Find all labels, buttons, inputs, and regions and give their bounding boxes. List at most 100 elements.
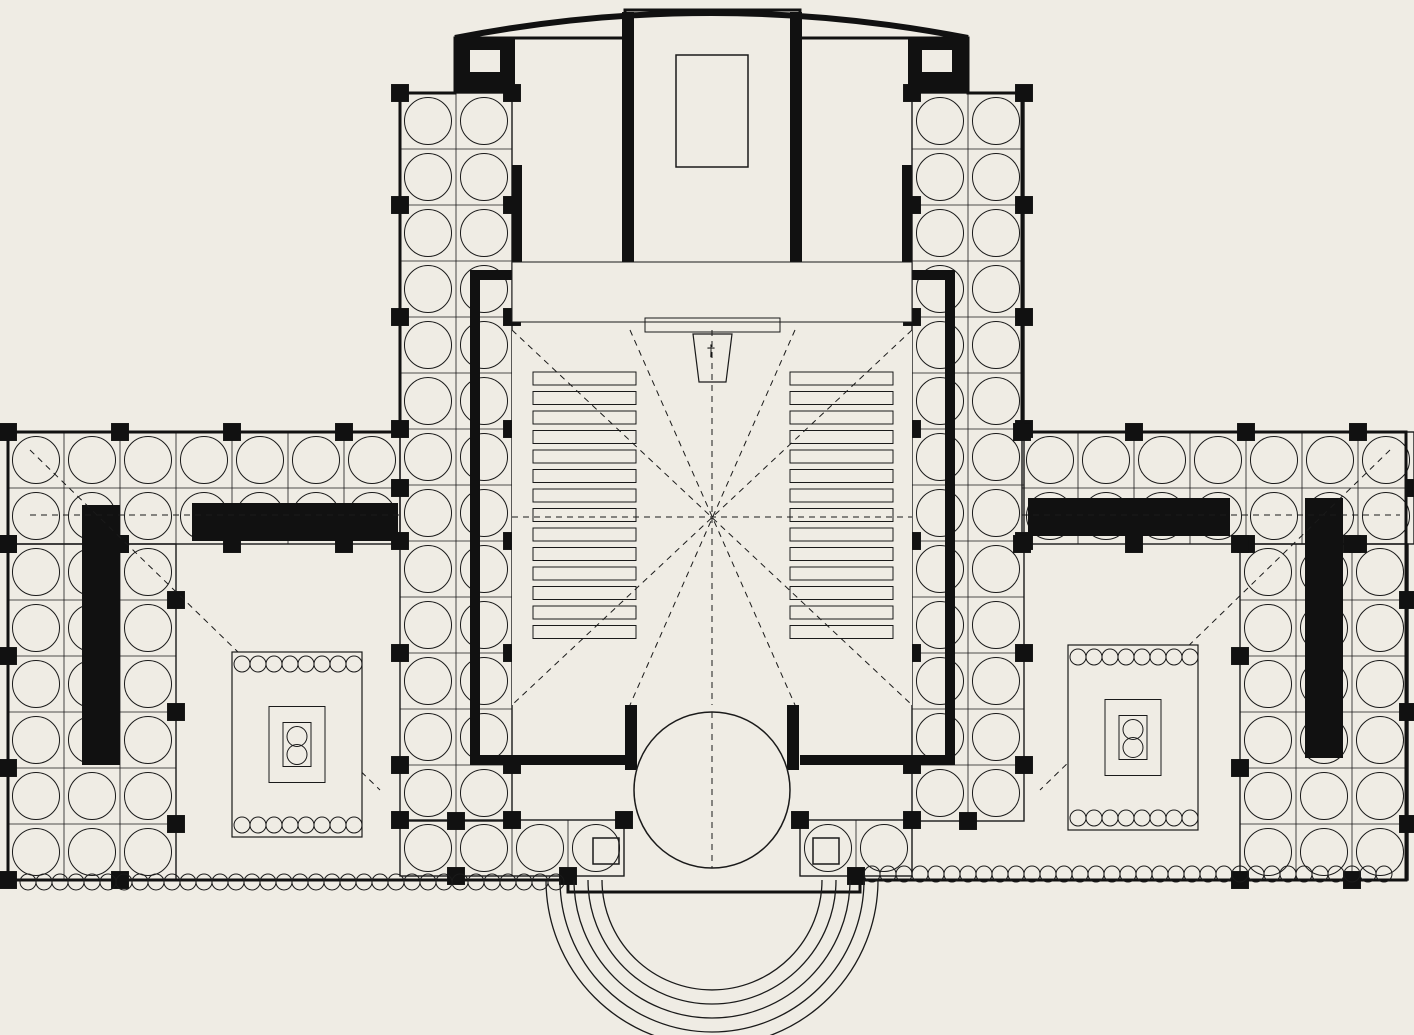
bay-circle bbox=[67, 435, 117, 485]
bay-circle bbox=[403, 823, 453, 873]
bay-circle bbox=[1243, 715, 1293, 765]
pier bbox=[615, 811, 633, 829]
fountain-basin bbox=[286, 744, 308, 765]
bay-circle bbox=[915, 320, 965, 370]
pew-right bbox=[789, 430, 894, 444]
porch-wall-right bbox=[787, 700, 799, 770]
bay-circle bbox=[1025, 435, 1075, 485]
fountain-basin bbox=[1122, 719, 1144, 740]
nave-details bbox=[19, 54, 1400, 1035]
corner-void-left bbox=[470, 50, 500, 72]
pew-left bbox=[532, 391, 637, 405]
bay-circle bbox=[515, 823, 565, 873]
pew-right bbox=[789, 449, 894, 464]
bay-circle bbox=[67, 827, 117, 877]
colonnade-circle bbox=[1375, 865, 1393, 883]
bay-circle bbox=[123, 603, 173, 653]
colonnade-circle bbox=[1181, 648, 1199, 666]
bay-circle bbox=[11, 547, 61, 597]
pew-right bbox=[789, 586, 894, 600]
pew-right bbox=[789, 527, 894, 542]
wing-wall-left-horizontal bbox=[192, 503, 398, 541]
pier bbox=[167, 703, 185, 721]
bay-circle bbox=[915, 768, 965, 818]
pier bbox=[1125, 535, 1143, 553]
pew-right bbox=[789, 547, 894, 561]
bay-circle bbox=[1243, 771, 1293, 821]
bay-circle bbox=[403, 488, 453, 538]
pew-left bbox=[532, 488, 637, 503]
bay-circle bbox=[803, 823, 853, 873]
entrance-step bbox=[559, 879, 865, 1033]
bay-circle bbox=[67, 771, 117, 821]
pew-left bbox=[532, 508, 637, 522]
fountain-basin bbox=[1122, 737, 1144, 758]
bay-circle bbox=[459, 152, 509, 202]
bay-circle bbox=[11, 771, 61, 821]
bay-circle bbox=[971, 432, 1021, 482]
entrance-step bbox=[587, 879, 837, 1005]
pier bbox=[167, 815, 185, 833]
bay-circle bbox=[459, 376, 509, 426]
pulpit bbox=[692, 333, 733, 383]
pew-left bbox=[532, 547, 637, 561]
wing-wall-right-vertical bbox=[1305, 498, 1343, 758]
bay-circle bbox=[403, 432, 453, 482]
sanctuary-wall-left bbox=[622, 12, 634, 262]
colonnade-circle bbox=[345, 655, 363, 673]
bay-circle bbox=[459, 656, 509, 706]
sight-line bbox=[1039, 449, 1391, 791]
bay-circle bbox=[1355, 827, 1405, 877]
pew-left bbox=[532, 410, 637, 425]
bay-circle bbox=[179, 435, 229, 485]
bay-circle bbox=[459, 544, 509, 594]
bay-circle bbox=[403, 712, 453, 762]
bay-circle bbox=[11, 659, 61, 709]
pier bbox=[1231, 759, 1249, 777]
pew-left bbox=[532, 605, 637, 620]
entrance-step bbox=[601, 879, 823, 991]
bay-circle bbox=[1355, 659, 1405, 709]
bay-circle bbox=[971, 96, 1021, 146]
wing-wall-right-horizontal bbox=[1028, 498, 1230, 536]
bay-circle bbox=[915, 376, 965, 426]
bay-circle bbox=[403, 152, 453, 202]
bay-circle bbox=[291, 435, 341, 485]
entrance-step bbox=[573, 879, 851, 1019]
pew-left bbox=[532, 469, 637, 483]
stair-wall-right bbox=[902, 165, 912, 270]
pier bbox=[1015, 196, 1033, 214]
pier bbox=[791, 811, 809, 829]
bay-circle bbox=[403, 768, 453, 818]
bay-circle bbox=[11, 435, 61, 485]
sight-line bbox=[629, 329, 796, 706]
bay-circle bbox=[123, 771, 173, 821]
bay-circle bbox=[459, 264, 509, 314]
sight-line bbox=[511, 329, 913, 706]
bay-circle bbox=[123, 827, 173, 877]
bay-circle bbox=[403, 264, 453, 314]
bay-circle bbox=[403, 376, 453, 426]
bay-circle bbox=[123, 715, 173, 765]
porch-wall-left bbox=[625, 700, 637, 770]
bay-circle bbox=[1243, 827, 1293, 877]
bay-circle bbox=[971, 376, 1021, 426]
bay-circle bbox=[403, 96, 453, 146]
altar-cross-mark: † bbox=[707, 341, 715, 360]
bay-circle bbox=[403, 320, 453, 370]
colonnade-circle bbox=[1181, 809, 1199, 827]
bay-circle bbox=[1355, 771, 1405, 821]
bay-circle bbox=[459, 600, 509, 650]
bay-circle bbox=[915, 488, 965, 538]
bay-circle bbox=[971, 320, 1021, 370]
bay-circle bbox=[971, 264, 1021, 314]
pier bbox=[391, 756, 409, 774]
bay-circle bbox=[403, 544, 453, 594]
wing-wall-left-vertical bbox=[82, 505, 120, 765]
fountain-outer bbox=[268, 706, 326, 783]
bay-circle bbox=[1299, 771, 1349, 821]
bay-circle bbox=[1081, 435, 1131, 485]
bay-circle bbox=[459, 96, 509, 146]
pew-left bbox=[532, 586, 637, 600]
pier bbox=[167, 591, 185, 609]
